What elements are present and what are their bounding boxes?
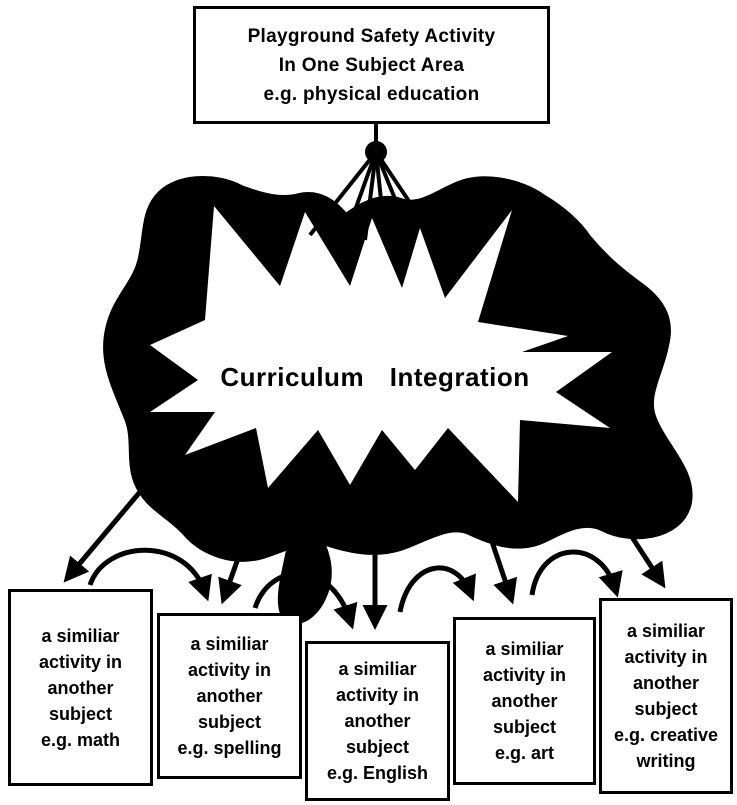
box-text-line: a similiar xyxy=(626,621,706,641)
box-text-line: writing xyxy=(636,751,696,771)
subject-box-spelling: a similiar activity in another subject e… xyxy=(157,613,302,779)
box-text-line: subject xyxy=(48,703,113,724)
top-box: Playground Safety Activity In One Subjec… xyxy=(193,6,550,124)
box-text-line: activity in xyxy=(187,660,272,680)
top-box-line-1: Playground Safety Activity xyxy=(247,25,496,47)
box-text-line: e.g. math xyxy=(40,729,120,750)
curved-arrow-art-to-creative xyxy=(529,549,623,598)
box-text-line: a similiar xyxy=(485,639,564,659)
box-text-line: e.g. English xyxy=(326,763,428,783)
subject-box-art: a similiar activity in another subject e… xyxy=(453,617,596,785)
subject-box-english: a similiar activity in another subject e… xyxy=(305,641,450,801)
box-text-line: e.g. spelling xyxy=(177,738,282,758)
top-box-line-3: e.g. physical education xyxy=(263,83,480,105)
box-text-line: a similiar xyxy=(338,659,417,679)
box-text-line: activity in xyxy=(335,685,420,705)
subject-box-creative-writing: a similiar activity in another subject e… xyxy=(599,598,733,794)
arrow-to-art xyxy=(485,529,518,605)
box-text-line: another xyxy=(632,673,699,693)
box-text-line: subject xyxy=(492,717,557,737)
box-text-line: another xyxy=(47,677,114,698)
center-label: Curriculum Integration xyxy=(220,362,530,392)
box-text-line: another xyxy=(344,711,411,731)
curved-arrow-math-to-spelling xyxy=(87,547,212,602)
box-text-line: subject xyxy=(345,737,410,757)
box-text-line: activity in xyxy=(38,651,123,672)
starburst-shape xyxy=(150,206,612,502)
box-text-line: activity in xyxy=(482,665,567,685)
box-text-line: another xyxy=(491,691,558,711)
arrow-to-creative-writing xyxy=(597,486,666,589)
top-box-line-2: In One Subject Area xyxy=(278,54,465,76)
box-text-line: e.g. art xyxy=(494,743,555,763)
box-text-line: subject xyxy=(634,699,698,719)
curved-arrow-spelling-to-english xyxy=(252,571,358,630)
subject-box-math: a similiar activity in another subject e… xyxy=(8,589,153,786)
box-text-line: activity in xyxy=(624,647,708,667)
down-arrows xyxy=(63,478,666,630)
box-text-line: a similiar xyxy=(190,634,269,654)
box-text-line: subject xyxy=(197,712,262,732)
curved-arrows xyxy=(87,547,623,630)
arrow-to-spelling xyxy=(218,524,253,605)
box-text-line: e.g. creative xyxy=(613,725,719,745)
connector-node xyxy=(365,141,387,163)
box-text-line: another xyxy=(196,686,263,706)
top-connector xyxy=(308,122,437,242)
arrow-to-math xyxy=(63,478,152,583)
curved-arrow-english-to-art xyxy=(397,565,476,613)
box-text-line: a similiar xyxy=(41,625,120,646)
